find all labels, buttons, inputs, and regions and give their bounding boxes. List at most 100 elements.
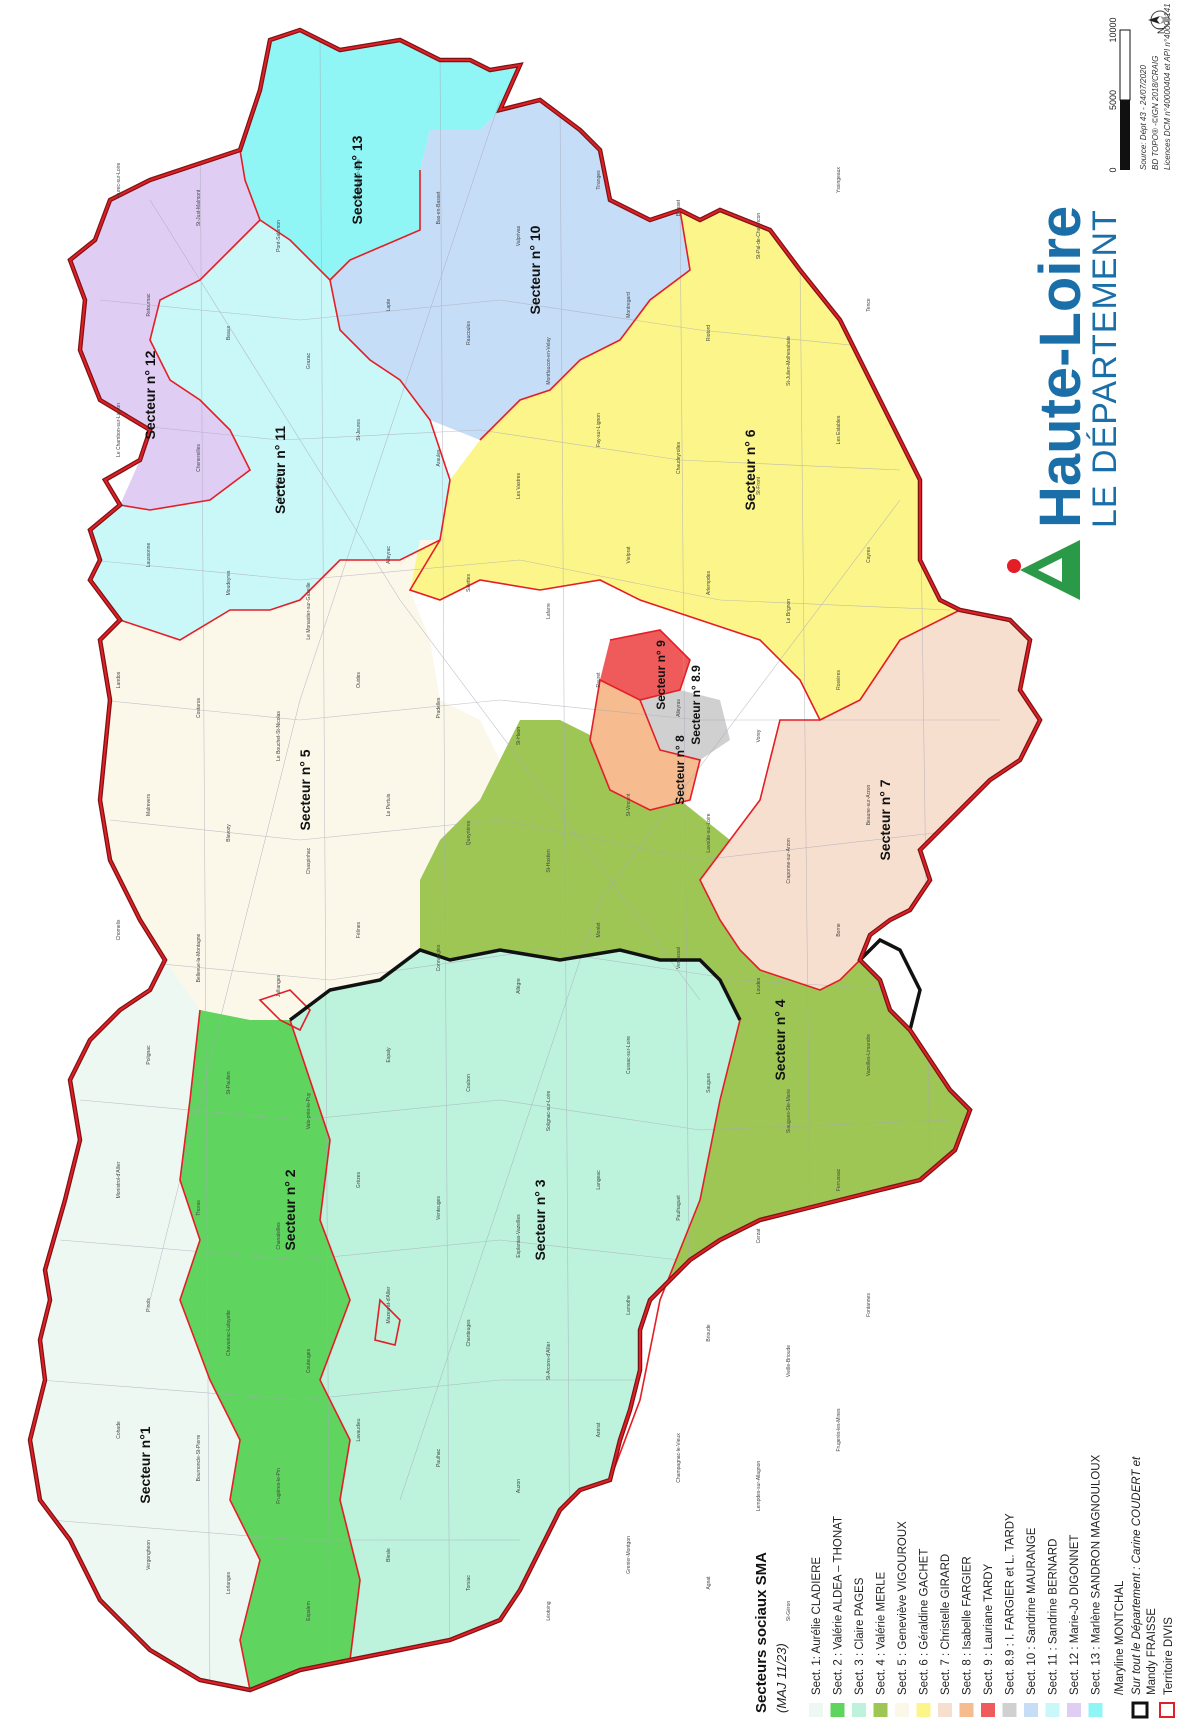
commune-label: Ouides (356, 672, 362, 688)
commune-label: Thoras (196, 1200, 202, 1216)
commune-label: Chanaleilles (276, 1222, 282, 1250)
commune-label: Pinols (146, 1298, 152, 1312)
commune-label: Paulhac (436, 1448, 442, 1467)
commune-label: Loudes (756, 977, 762, 994)
sector-11-label: Secteur n° 11 (272, 426, 288, 514)
sector-1-area (30, 960, 260, 1690)
legend-swatch-6 (916, 1703, 931, 1717)
legend-subtitle: (MAJ 11/23) (774, 1643, 789, 1713)
commune-label: Allègre (516, 978, 522, 994)
haute-loire-logo: Haute-Loire LE DÉPARTEMENT (1007, 206, 1124, 600)
commune-label: Les Vastres (516, 472, 522, 499)
commune-label: Mazeyrat-d'Allier (386, 1286, 392, 1323)
legend-swatch-territoire (1159, 1702, 1175, 1718)
sector-11-area (90, 220, 450, 640)
commune-label: Bellevue-la-Montagne (196, 933, 202, 982)
sector-1-label: Secteur n°1 (137, 1426, 153, 1503)
legend-item-10: Sect. 8.9 : I. FARGIER et L. TARDY (1005, 1513, 1017, 1695)
commune-label: St-Jeures (356, 419, 362, 441)
sector-4-area (420, 720, 970, 1480)
commune-label: Landos (116, 671, 122, 688)
commune-label: Costaros (196, 698, 202, 719)
commune-label: Vazeilles-Limandre (866, 1034, 872, 1076)
legend-swatch-1 (809, 1703, 823, 1717)
commune-label: Craponne-sur-Arzon (786, 838, 792, 884)
sector-6-area (410, 210, 960, 720)
commune-label: Chanteuges (466, 1319, 472, 1346)
commune-label: Riotord (706, 325, 712, 341)
commune-label: Mazet-St-Voy (276, 470, 282, 501)
commune-label: Yssingeaux (836, 167, 842, 193)
commune-label: Espalem (306, 1601, 312, 1620)
commune-label: St-Géron (786, 1601, 792, 1622)
commune-label: Cohade (116, 1421, 122, 1439)
legend-item-5: Sect. 5 : Geneviève VIGOUROUX (897, 1521, 909, 1695)
commune-label: Le Pertuis (386, 793, 392, 816)
source-line3: Licences DCM n°40000404 et API n°4000014… (1163, 3, 1172, 170)
commune-label: Lafarre (546, 603, 552, 619)
commune-label: Blavozy (226, 824, 232, 842)
commune-label: Malrevers (146, 794, 152, 816)
legend-swatch-8 (959, 1703, 974, 1717)
sector-5-label: Secteur n° 5 (297, 749, 313, 830)
commune-label: Le Chambon-sur-Lignon (116, 403, 122, 457)
commune-label: Solignac-sur-Loire (546, 1090, 552, 1131)
commune-boundaries (39, 39, 1000, 1690)
sector-7-area (700, 610, 1040, 990)
north-label: N (1156, 28, 1166, 35)
legend-item-13: Sect. 12 : Marie-Jo DIGONNET (1069, 1535, 1081, 1695)
sector-8-9-label: Secteur n° 8.9 (689, 665, 703, 745)
sector-5-area (100, 540, 500, 1020)
commune-label: Saugues (706, 1073, 712, 1093)
sector-12-area (70, 150, 260, 510)
commune-label: Venteuges (436, 1196, 442, 1220)
commune-label: Coubon (466, 1074, 472, 1092)
commune-label: Champagnac-le-Vieux (676, 1433, 682, 1483)
commune-label: Grèzes (356, 1171, 362, 1188)
scale-bar: 0 5000 10000 Source: Dépt 43 - 24/07/202… (1108, 3, 1172, 172)
legend-item-12: Sect. 11 : Sandrine BERNARD (1048, 1539, 1060, 1695)
legend-territoire: Territoire DIVIS (1163, 1617, 1175, 1695)
legend-swatch-dept (1131, 1701, 1149, 1719)
sector-12-label: Secteur n° 12 (142, 350, 158, 439)
commune-label: Rosières (836, 670, 842, 690)
commune-label: Beaux (226, 325, 232, 340)
commune-label: St-Just-Malmont (196, 189, 202, 226)
sector-13-area (240, 30, 520, 280)
commune-label: Chenereilles (196, 444, 202, 472)
commune-label: Lapte (386, 299, 392, 312)
legend-swatch-7 (938, 1703, 952, 1717)
commune-label: Frugières-le-Pin (276, 1468, 282, 1504)
legend-item-3: Sect. 3 : Claire PAGES (854, 1577, 866, 1695)
commune-label: Grazac (306, 352, 312, 369)
commune-label: Chavaniac-Lafayette (226, 1310, 232, 1356)
commune-label: Vergongheon (146, 1540, 152, 1570)
sector-4-area-south (610, 950, 970, 1480)
commune-label: Félines (356, 921, 362, 938)
commune-label: Alleyrac (386, 546, 392, 564)
legend-swatch-13 (1067, 1703, 1081, 1717)
sector-13-label: Secteur n° 13 (349, 135, 365, 224)
commune-label: Fontannes (866, 1293, 872, 1317)
commune-label: St-Vincent (626, 793, 632, 817)
commune-label: Vielprat (626, 546, 632, 563)
commune-label: Lempdes-sur-Allagnon (756, 1461, 762, 1512)
commune-label: Le Bouchet-St-Nicolas (276, 711, 282, 761)
sector-labels: Secteur n° 13 Secteur n° 10 Secteur n° 1… (137, 135, 893, 1503)
commune-label: Le Monastier-sur-Gazeille (306, 582, 312, 639)
legend-item-2: Sect. 2 : Valérie ALDEA – THONAT (833, 1516, 845, 1695)
commune-label: St-Paulien (226, 1071, 232, 1094)
commune-label: St-Julien-Molhesabate (786, 336, 792, 386)
commune-label: St-Arcons-d'Allier (546, 1341, 552, 1380)
sector-3-label: Secteur n° 3 (532, 1179, 548, 1260)
legend-item-8: Sect. 8 : Isabelle FARGIER (962, 1556, 974, 1695)
commune-label: Pradelles (436, 697, 442, 718)
commune-label: Lavaudieu (356, 1418, 362, 1441)
commune-label: Vorey (756, 729, 762, 742)
commune-label: Moudeyres (226, 570, 232, 595)
commune-label: Borne (836, 923, 842, 937)
legend-swatch-10 (1002, 1703, 1017, 1717)
commune-label: Cussac-sur-Loire (626, 1036, 632, 1074)
